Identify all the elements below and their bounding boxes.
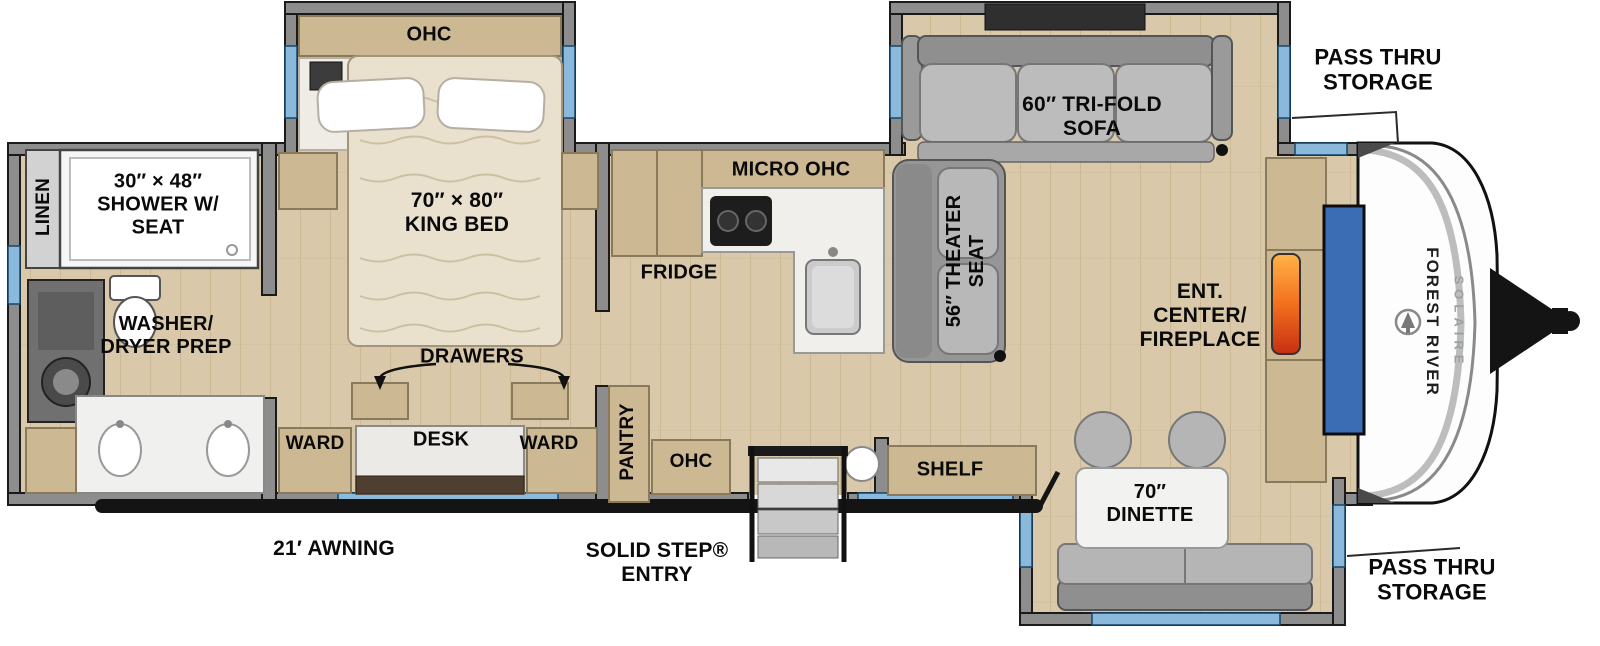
- wardrobe-right: [526, 427, 598, 494]
- window-bed-slide-right: [562, 45, 576, 119]
- label-shower: 30″ × 48″ SHOWER W/ SEAT: [97, 170, 219, 239]
- pillow-right: [436, 77, 546, 133]
- tri-fold-sofa: [901, 35, 1233, 163]
- nightstand-right: [561, 152, 599, 210]
- drawer-right: [511, 382, 569, 420]
- bathroom: [25, 148, 265, 494]
- window-rear: [7, 245, 21, 305]
- front-cap: [1322, 141, 1500, 505]
- window-living-slide-right: [1277, 45, 1291, 119]
- stove: [710, 196, 772, 246]
- label-awning: 21′ AWNING: [273, 536, 395, 560]
- window-front-top: [1294, 142, 1348, 156]
- label-dinette: 70″ DINETTE: [1106, 481, 1194, 526]
- arrow-head-right: [558, 376, 570, 390]
- dinette-table: [1075, 467, 1229, 549]
- nightstand-left: [278, 152, 338, 210]
- label-washer-dryer: WASHER/ DRYER PREP: [100, 313, 232, 358]
- pantry-cabinet: [608, 385, 650, 503]
- brand-manufacturer: FOREST RIVER: [1422, 247, 1442, 397]
- kitchen: [608, 149, 885, 562]
- entry-steps: [748, 446, 848, 562]
- pillow-left: [316, 77, 426, 133]
- living-area: [887, 3, 1327, 611]
- tv: [1322, 204, 1366, 436]
- brand-logo: [1394, 308, 1422, 336]
- window-dinette-bottom: [1091, 612, 1281, 626]
- dinette-chair-left: [1074, 411, 1132, 469]
- label-sofa: 60″ TRI-FOLD SOFA: [1022, 92, 1162, 140]
- shower-drain: [226, 244, 238, 256]
- window-dinette-right: [1332, 504, 1346, 568]
- leader-lines: [1291, 110, 1461, 557]
- label-ward-left: WARD: [285, 433, 345, 455]
- desk-front: [355, 475, 525, 495]
- label-kitchen-ohc: OHC: [669, 451, 713, 473]
- counter-end-sink: [844, 446, 880, 482]
- label-drawers: DRAWERS: [420, 345, 524, 368]
- label-shelf: SHELF: [916, 458, 984, 481]
- fireplace: [1271, 253, 1301, 355]
- label-pantry: PANTRY: [617, 403, 639, 481]
- bedroom: [278, 15, 599, 495]
- kitchen-ohc-cabinet: [651, 439, 731, 495]
- linen-cabinet: [25, 149, 61, 269]
- theater-seat: [892, 159, 1006, 363]
- window-living-slide-left: [889, 45, 903, 119]
- dinette: [1057, 411, 1313, 611]
- arrow-head-left: [374, 376, 386, 390]
- label-king-bed: 70″ × 80″ KING BED: [404, 188, 510, 236]
- shelf-cabinet: [887, 445, 1037, 496]
- living-slide-window: [984, 3, 1146, 31]
- label-ward-right: WARD: [519, 433, 579, 455]
- window-bed-slide-left: [284, 45, 298, 119]
- hitch: [1490, 268, 1580, 374]
- wardrobe-left: [278, 427, 352, 494]
- label-linen: LINEN: [33, 178, 55, 236]
- window-dinette-left: [1019, 504, 1033, 568]
- bath-cabinet: [25, 427, 77, 494]
- sink-right: [206, 423, 250, 477]
- label-desk: DESK: [412, 428, 470, 451]
- toilet-bowl: [113, 296, 157, 348]
- dinette-chair-right: [1168, 411, 1226, 469]
- label-micro-ohc: MICRO OHC: [731, 158, 851, 181]
- faucet: [828, 247, 838, 257]
- label-pass-thru-top: PASS THRU STORAGE: [1314, 44, 1442, 95]
- brand-model: SOLAIRE: [1451, 275, 1467, 369]
- label-entry: SOLID STEP® ENTRY: [585, 538, 729, 586]
- label-bedroom-ohc: OHC: [406, 23, 452, 46]
- label-ent-center: ENT. CENTER/ FIREPLACE: [1139, 279, 1261, 352]
- label-fridge: FRIDGE: [640, 261, 718, 284]
- label-pass-thru-bottom: PASS THRU STORAGE: [1368, 554, 1496, 605]
- sink-left: [98, 423, 142, 477]
- label-theater-seat: 56″ THEATER SEAT: [943, 194, 988, 328]
